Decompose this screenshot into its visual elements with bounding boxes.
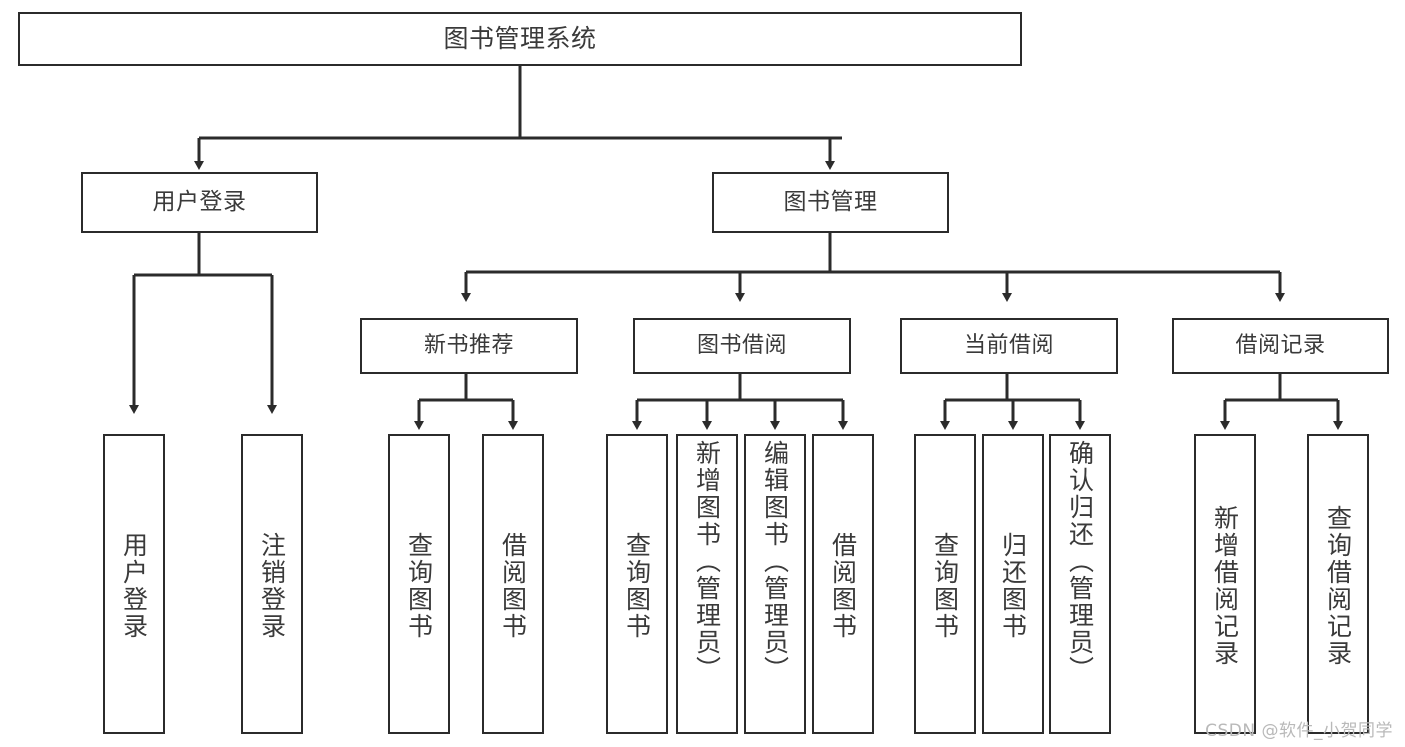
leaf-book-borrow-lend-label: 借阅图书: [828, 532, 858, 640]
leaf-borrow-record-add-label: 新增借阅记录: [1210, 505, 1240, 667]
node-root-label: 图书管理系统: [443, 23, 597, 53]
watermark-text: CSDN @软件_小贺同学: [1205, 721, 1393, 741]
leaf-new-book-borrow-label: 借阅图书: [498, 532, 528, 640]
node-user-login-label: 用户登录: [152, 189, 247, 216]
node-book-borrow-label: 图书借阅: [696, 333, 787, 359]
leaf-book-borrow-edit-label: 编辑图书（管理员）: [760, 440, 790, 683]
leaf-borrow-record-add[interactable]: 新增借阅记录: [1194, 434, 1256, 734]
node-new-book-recommend-label: 新书推荐: [423, 333, 514, 359]
node-book-management-label: 图书管理: [783, 189, 878, 216]
leaf-book-borrow-add[interactable]: 新增图书（管理员）: [676, 434, 738, 734]
node-current-borrow-label: 当前借阅: [963, 333, 1054, 359]
leaf-book-borrow-add-label: 新增图书（管理员）: [692, 440, 722, 683]
leaf-borrow-record-query[interactable]: 查询借阅记录: [1307, 434, 1369, 734]
leaf-new-book-query-label: 查询图书: [404, 532, 434, 640]
leaf-current-borrow-confirm[interactable]: 确认归还（管理员）: [1049, 434, 1111, 734]
leaf-current-borrow-return[interactable]: 归还图书: [982, 434, 1044, 734]
node-root-system[interactable]: 图书管理系统: [18, 12, 1022, 66]
node-borrow-record[interactable]: 借阅记录: [1172, 318, 1389, 374]
leaf-book-borrow-edit[interactable]: 编辑图书（管理员）: [744, 434, 806, 734]
node-borrow-record-label: 借阅记录: [1235, 333, 1326, 359]
leaf-user-login-signin[interactable]: 用户登录: [103, 434, 165, 734]
leaf-book-borrow-query[interactable]: 查询图书: [606, 434, 668, 734]
node-user-login[interactable]: 用户登录: [81, 172, 318, 233]
leaf-user-login-signout-label: 注销登录: [257, 532, 287, 640]
node-book-borrow[interactable]: 图书借阅: [633, 318, 851, 374]
leaf-current-borrow-query-label: 查询图书: [930, 532, 960, 640]
leaf-current-borrow-query[interactable]: 查询图书: [914, 434, 976, 734]
leaf-current-borrow-return-label: 归还图书: [998, 532, 1028, 640]
node-current-borrow[interactable]: 当前借阅: [900, 318, 1118, 374]
leaf-new-book-query[interactable]: 查询图书: [388, 434, 450, 734]
node-book-management[interactable]: 图书管理: [712, 172, 949, 233]
node-new-book-recommend[interactable]: 新书推荐: [360, 318, 578, 374]
leaf-borrow-record-query-label: 查询借阅记录: [1323, 505, 1353, 667]
leaf-user-login-signin-label: 用户登录: [119, 532, 149, 640]
leaf-book-borrow-query-label: 查询图书: [622, 532, 652, 640]
leaf-current-borrow-confirm-label: 确认归还（管理员）: [1065, 440, 1095, 683]
leaf-book-borrow-lend[interactable]: 借阅图书: [812, 434, 874, 734]
leaf-user-login-signout[interactable]: 注销登录: [241, 434, 303, 734]
leaf-new-book-borrow[interactable]: 借阅图书: [482, 434, 544, 734]
